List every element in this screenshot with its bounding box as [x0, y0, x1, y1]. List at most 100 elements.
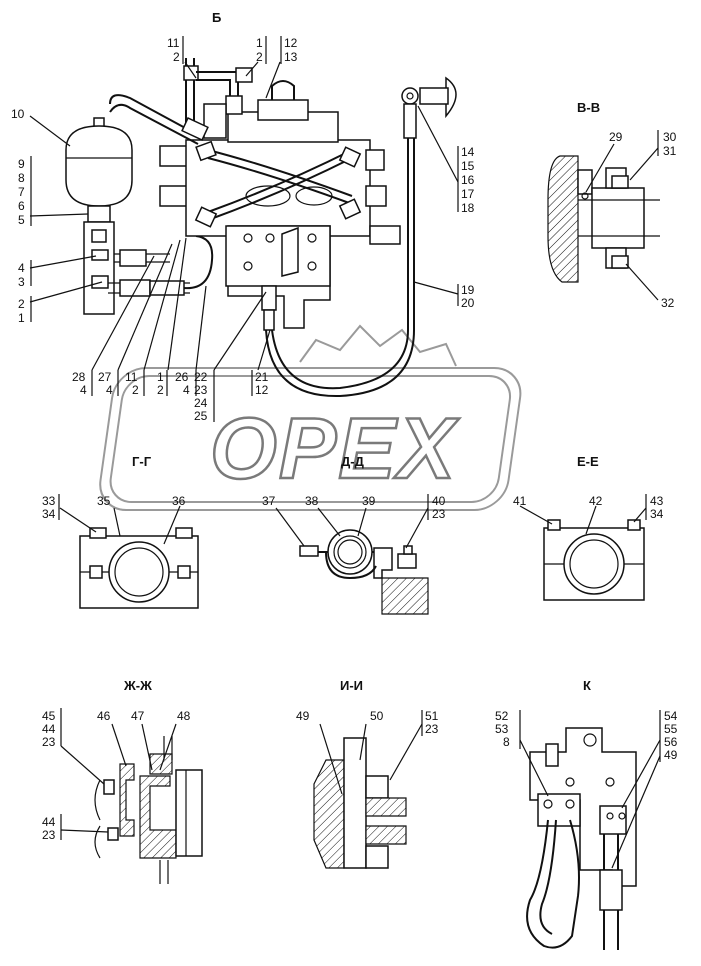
- svg-text:7: 7: [18, 185, 25, 199]
- svg-text:43: 43: [650, 494, 664, 508]
- svg-text:33: 33: [42, 494, 56, 508]
- svg-text:16: 16: [461, 173, 475, 187]
- callout-stack-19-20: 19 20: [457, 283, 475, 310]
- svg-text:56: 56: [664, 735, 678, 749]
- valve-block: [109, 58, 401, 331]
- svg-text:49: 49: [296, 709, 310, 723]
- callouts-view-b: 11 2 1 2 12 13 10 9 8 7 6 5 4 3: [11, 36, 475, 423]
- watermark-text: OPEX: [210, 401, 460, 497]
- svg-text:51: 51: [425, 709, 439, 723]
- svg-text:И-И: И-И: [340, 678, 363, 693]
- svg-text:8: 8: [503, 735, 510, 749]
- svg-text:24: 24: [194, 396, 208, 410]
- view-zhzh: Ж-Ж 45 44 23 46 47 48 44 23: [42, 678, 203, 884]
- callout-stack-4-3: 4 3: [18, 260, 32, 289]
- svg-text:15: 15: [461, 159, 475, 173]
- view-ii: И-И 49 50 51 23: [296, 678, 439, 869]
- control-rod: [265, 76, 457, 398]
- svg-text:23: 23: [432, 507, 446, 521]
- svg-text:44: 44: [42, 722, 56, 736]
- svg-text:23: 23: [42, 828, 56, 842]
- bracket-left: [83, 221, 214, 315]
- svg-text:47: 47: [131, 709, 145, 723]
- svg-text:34: 34: [650, 507, 664, 521]
- svg-text:5: 5: [18, 213, 25, 227]
- callout-13: 13: [284, 50, 298, 64]
- svg-text:12: 12: [255, 383, 269, 397]
- svg-text:30: 30: [663, 130, 677, 144]
- svg-text:6: 6: [18, 199, 25, 213]
- svg-text:41: 41: [513, 494, 527, 508]
- svg-text:28: 28: [72, 370, 86, 384]
- svg-text:К: К: [583, 678, 591, 693]
- svg-text:1: 1: [18, 311, 25, 325]
- svg-text:19: 19: [461, 283, 475, 297]
- svg-text:44: 44: [42, 815, 56, 829]
- svg-text:35: 35: [97, 494, 111, 508]
- svg-text:32: 32: [661, 296, 675, 310]
- svg-text:26: 26: [175, 370, 189, 384]
- svg-text:52: 52: [495, 709, 509, 723]
- svg-text:29: 29: [609, 130, 623, 144]
- svg-text:22: 22: [194, 370, 208, 384]
- callout-stack-14-18: 14 15 16 17 18: [457, 145, 475, 215]
- svg-text:4: 4: [18, 261, 25, 275]
- svg-text:53: 53: [495, 722, 509, 736]
- view-k: К 52 53 8 54 55 56 49: [495, 678, 678, 950]
- svg-text:4: 4: [106, 383, 113, 397]
- callout-stack-9-5: 9 8 7 6 5: [18, 156, 32, 227]
- svg-text:38: 38: [305, 494, 319, 508]
- svg-text:В-В: В-В: [577, 100, 600, 115]
- svg-text:46: 46: [97, 709, 111, 723]
- view-gg: Г-Г 33 34 35 36: [42, 454, 199, 609]
- svg-text:31: 31: [663, 144, 677, 158]
- svg-text:2: 2: [132, 383, 139, 397]
- svg-text:2: 2: [157, 383, 164, 397]
- svg-text:23: 23: [194, 383, 208, 397]
- svg-text:36: 36: [172, 494, 186, 508]
- callout-bottom-row: 28 4 27 4 11 2 1 2 26 4 22 23 24 25: [72, 370, 269, 423]
- svg-text:4: 4: [80, 383, 87, 397]
- callout-11: 11: [167, 36, 180, 50]
- svg-text:17: 17: [461, 187, 475, 201]
- svg-text:3: 3: [18, 275, 25, 289]
- svg-text:25: 25: [194, 409, 208, 423]
- svg-text:54: 54: [664, 709, 678, 723]
- svg-text:9: 9: [18, 157, 25, 171]
- svg-text:50: 50: [370, 709, 384, 723]
- svg-text:20: 20: [461, 296, 475, 310]
- svg-text:2: 2: [18, 297, 25, 311]
- svg-text:45: 45: [42, 709, 56, 723]
- svg-text:Ж-Ж: Ж-Ж: [123, 678, 152, 693]
- svg-text:Д-Д: Д-Д: [341, 454, 365, 469]
- callout-2: 2: [173, 50, 180, 64]
- callout-12: 12: [284, 36, 298, 50]
- svg-text:14: 14: [461, 145, 475, 159]
- svg-text:27: 27: [98, 370, 112, 384]
- svg-text:21: 21: [255, 370, 269, 384]
- view-dd: Д-Д 37 38 39 40 23: [262, 454, 446, 615]
- view-b: Б: [11, 10, 475, 423]
- svg-text:18: 18: [461, 201, 475, 215]
- svg-text:55: 55: [664, 722, 678, 736]
- svg-text:48: 48: [177, 709, 191, 723]
- svg-text:40: 40: [432, 494, 446, 508]
- callout-stack-2-1: 2 1: [18, 296, 32, 325]
- svg-text:23: 23: [425, 722, 439, 736]
- accumulator: [65, 117, 133, 223]
- svg-text:11: 11: [125, 370, 138, 384]
- view-vv: В-В 29 30 31 32: [547, 100, 677, 310]
- watermark: OPEX: [99, 324, 522, 511]
- svg-text:39: 39: [362, 494, 376, 508]
- svg-text:Е-Е: Е-Е: [577, 454, 599, 469]
- leader-lines: [29, 61, 459, 371]
- svg-text:1: 1: [157, 370, 164, 384]
- svg-text:34: 34: [42, 507, 56, 521]
- svg-text:Г-Г: Г-Г: [132, 454, 152, 469]
- callout-1: 1: [256, 36, 263, 50]
- svg-text:42: 42: [589, 494, 603, 508]
- callout-10: 10: [11, 107, 25, 121]
- svg-text:49: 49: [664, 748, 678, 762]
- view-ee: Е-Е 41 42 43 34: [513, 454, 664, 601]
